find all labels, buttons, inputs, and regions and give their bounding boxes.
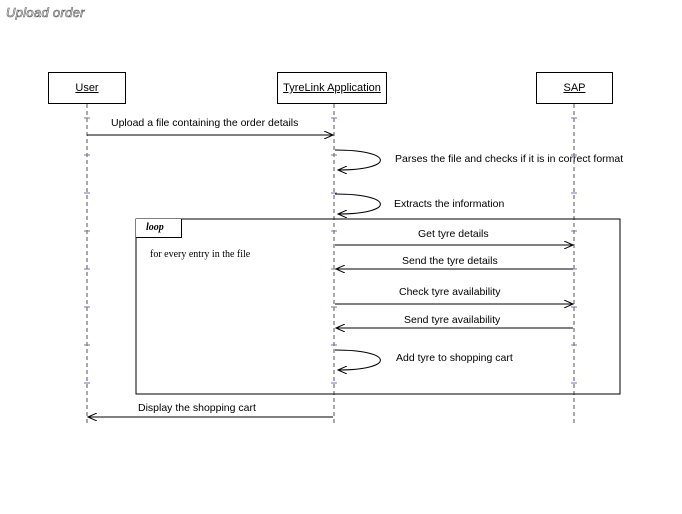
msg-extract: Extracts the information	[394, 198, 505, 210]
msg-add-cart: Add tyre to shopping cart	[396, 352, 513, 364]
loop-tag: loop	[136, 219, 182, 238]
arrow-add-cart	[334, 349, 381, 370]
msg-send-details: Send the tyre details	[402, 255, 498, 267]
msg-check-avail: Check tyre availability	[399, 286, 501, 298]
lifeline-head-sap: SAP	[536, 72, 613, 104]
loop-frame	[135, 218, 621, 395]
msg-upload: Upload a file containing the order detai…	[111, 117, 299, 129]
loop-guard: for every entry in the file	[150, 249, 251, 260]
lifeline-head-user: User	[48, 72, 126, 104]
arrow-parse	[334, 149, 381, 170]
msg-parse: Parses the file and checks if it is in c…	[395, 153, 624, 165]
msg-send-avail: Send tyre availability	[404, 314, 501, 326]
arrow-extract	[334, 193, 381, 214]
msg-display-cart: Display the shopping cart	[138, 402, 256, 414]
lifeline-head-app: TyreLink Application	[277, 72, 387, 104]
diagram-title: Upload order	[6, 5, 85, 21]
msg-get-details: Get tyre details	[418, 228, 489, 240]
